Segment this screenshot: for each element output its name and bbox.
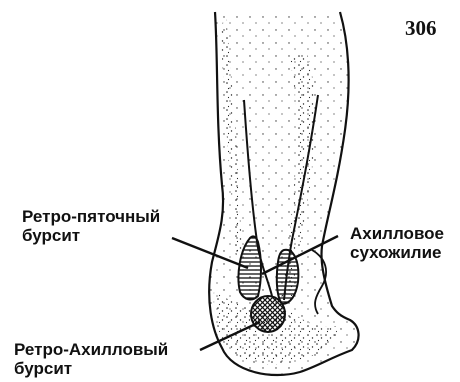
label-retroachilles-line1: Ретро-Ахилловый xyxy=(14,340,168,359)
label-achilles-line2: сухожилие xyxy=(350,243,444,262)
label-retrocalcaneal-bursitis: Ретро-пяточный бурсит xyxy=(22,207,160,245)
label-achilles-tendon: Ахилловое сухожилие xyxy=(350,224,444,262)
figure-number: 306 xyxy=(405,16,437,41)
label-retroachilles-bursitis: Ретро-Ахилловый бурсит xyxy=(14,340,168,378)
label-achilles-line1: Ахилловое xyxy=(350,224,444,243)
label-retroachilles-line2: бурсит xyxy=(14,359,168,378)
label-retrocalcaneal-line1: Ретро-пяточный xyxy=(22,207,160,226)
label-retrocalcaneal-line2: бурсит xyxy=(22,226,160,245)
retroachilles-bursa xyxy=(251,296,285,332)
